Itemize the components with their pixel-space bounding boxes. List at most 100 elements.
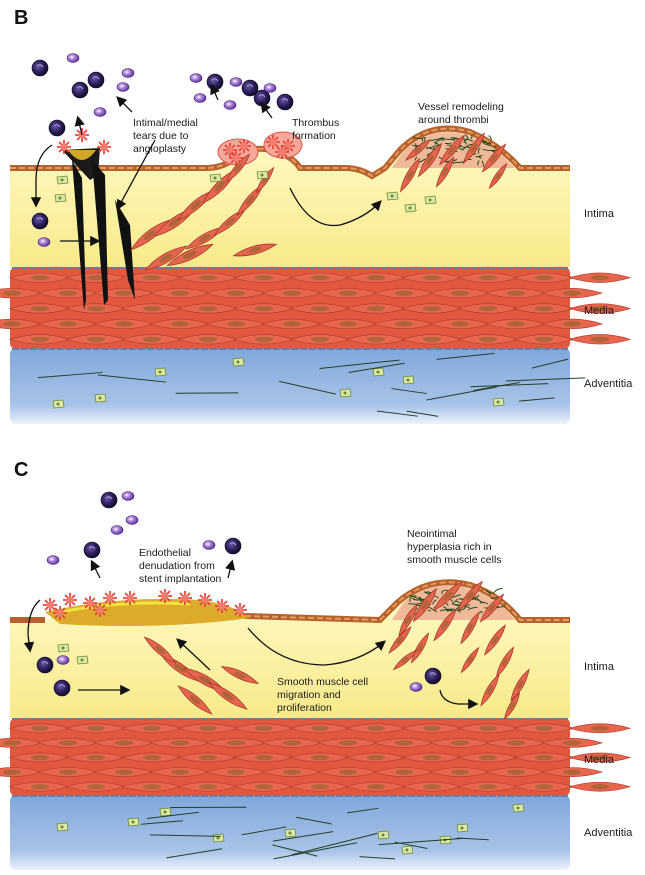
leukocyte bbox=[46, 555, 60, 565]
smc-nucleus bbox=[591, 754, 609, 761]
smc-nucleus bbox=[339, 769, 357, 775]
smc-nucleus bbox=[507, 740, 525, 746]
fibrin-strand bbox=[432, 599, 437, 605]
collagen-fiber bbox=[319, 359, 400, 369]
smc-nucleus bbox=[198, 675, 212, 685]
smc-nucleus bbox=[591, 336, 609, 342]
collagen-fiber bbox=[296, 816, 332, 825]
smc-nucleus bbox=[199, 336, 217, 342]
collagen-fiber bbox=[150, 834, 221, 837]
fibroblast-nucleus bbox=[260, 173, 264, 177]
smc-nucleus bbox=[87, 336, 105, 342]
collagen-fiber bbox=[470, 383, 549, 388]
smc-nucleus bbox=[591, 784, 609, 790]
collagen-fiber bbox=[359, 856, 395, 860]
smc-nucleus bbox=[339, 740, 357, 746]
platelet-body bbox=[226, 146, 234, 154]
label-neo-1: Neointimal bbox=[407, 528, 457, 540]
smc-nucleus bbox=[190, 200, 202, 210]
fibrin-strand bbox=[411, 597, 425, 601]
smc-nucleus bbox=[426, 154, 434, 166]
smc-nucleus bbox=[115, 740, 133, 746]
smc-nucleus bbox=[255, 754, 273, 761]
fibroblast-nucleus bbox=[98, 396, 102, 400]
fibrin-strand bbox=[450, 137, 458, 139]
fibrin-strand bbox=[465, 134, 469, 140]
fibroblast-nucleus bbox=[406, 378, 410, 382]
smc-nucleus bbox=[404, 615, 412, 625]
smc-nucleus bbox=[563, 769, 581, 775]
smc-nucleus bbox=[396, 635, 404, 645]
collagen-fiber bbox=[531, 358, 569, 369]
collagen-fiber bbox=[436, 352, 495, 360]
monocyte-nucleus bbox=[105, 496, 113, 500]
label-intima: Intima bbox=[584, 208, 615, 220]
fibrin-strand bbox=[441, 589, 448, 595]
fibrin-strand bbox=[463, 141, 467, 145]
monocyte-nucleus bbox=[36, 217, 44, 221]
fibrin-strand bbox=[443, 606, 448, 611]
tear-crack-1 bbox=[72, 160, 86, 310]
smc-nucleus bbox=[591, 305, 609, 312]
smc-nucleus bbox=[441, 167, 449, 177]
smc-nucleus bbox=[143, 275, 161, 281]
leukocyte bbox=[229, 77, 243, 87]
fibrin-strand bbox=[482, 148, 497, 152]
label-neo-2: hyperplasia rich in bbox=[407, 541, 492, 553]
monocyte bbox=[53, 679, 71, 697]
monocyte bbox=[224, 537, 242, 555]
leukocyte bbox=[125, 515, 139, 525]
monocyte-nucleus bbox=[58, 684, 66, 688]
smc-nucleus bbox=[339, 290, 357, 296]
smc-nucleus bbox=[423, 725, 441, 731]
smc-nucleus bbox=[563, 321, 581, 327]
endothelium-cells bbox=[10, 127, 570, 178]
collagen-fiber bbox=[97, 374, 167, 383]
smc-nucleus bbox=[255, 275, 273, 281]
monocyte-nucleus bbox=[429, 672, 437, 676]
fibrin-strand bbox=[421, 158, 426, 162]
fibroblast-nucleus bbox=[381, 833, 385, 837]
platelet-body bbox=[126, 594, 134, 602]
fibrin-strand bbox=[478, 611, 483, 614]
smc-nucleus bbox=[227, 769, 245, 775]
smc-nucleus bbox=[189, 695, 201, 705]
smc-nucleus bbox=[416, 643, 424, 653]
smc-nucleus bbox=[488, 603, 496, 613]
smc-nucleus bbox=[87, 725, 105, 731]
platelet-body bbox=[269, 138, 277, 146]
smc-nucleus bbox=[199, 275, 217, 281]
platelet-body bbox=[86, 599, 94, 607]
smc-nucleus bbox=[423, 305, 441, 312]
smc-nucleus bbox=[479, 725, 497, 731]
smc-nucleus bbox=[421, 599, 429, 611]
monocyte bbox=[87, 71, 105, 89]
collagen-fiber bbox=[378, 837, 464, 846]
fibrin-strand bbox=[470, 135, 473, 140]
smc-nucleus bbox=[171, 740, 189, 746]
monocyte-nucleus bbox=[76, 86, 84, 90]
smc-nucleus bbox=[395, 321, 413, 327]
tear-crack-2 bbox=[92, 160, 108, 305]
intimal-smc-cluster bbox=[130, 132, 508, 271]
arrow-out-1 bbox=[116, 96, 133, 113]
arrow-thrombus-right bbox=[260, 101, 273, 119]
media-cells bbox=[0, 272, 632, 345]
smc-nucleus bbox=[367, 336, 385, 342]
label-denude-3: stent implantation bbox=[139, 573, 221, 585]
panel-b: B bbox=[0, 7, 633, 424]
smc-nucleus bbox=[143, 725, 161, 731]
monocyte-nucleus bbox=[92, 76, 100, 80]
fibroblast-nucleus bbox=[58, 196, 62, 200]
label-smc-1: Smooth muscle cell bbox=[277, 676, 368, 688]
collagen-fiber bbox=[37, 371, 103, 379]
smc-nucleus bbox=[535, 275, 553, 281]
smc-nucleus bbox=[479, 754, 497, 761]
leukocyte bbox=[110, 525, 124, 535]
collagen-fiber bbox=[376, 410, 418, 417]
smc-nucleus bbox=[507, 321, 525, 327]
label-smc-2: migration and bbox=[277, 689, 341, 701]
label-adventitia: Adventitia bbox=[584, 378, 633, 390]
fibroblast-nucleus bbox=[516, 806, 520, 810]
adventitia-fibers bbox=[141, 806, 489, 860]
